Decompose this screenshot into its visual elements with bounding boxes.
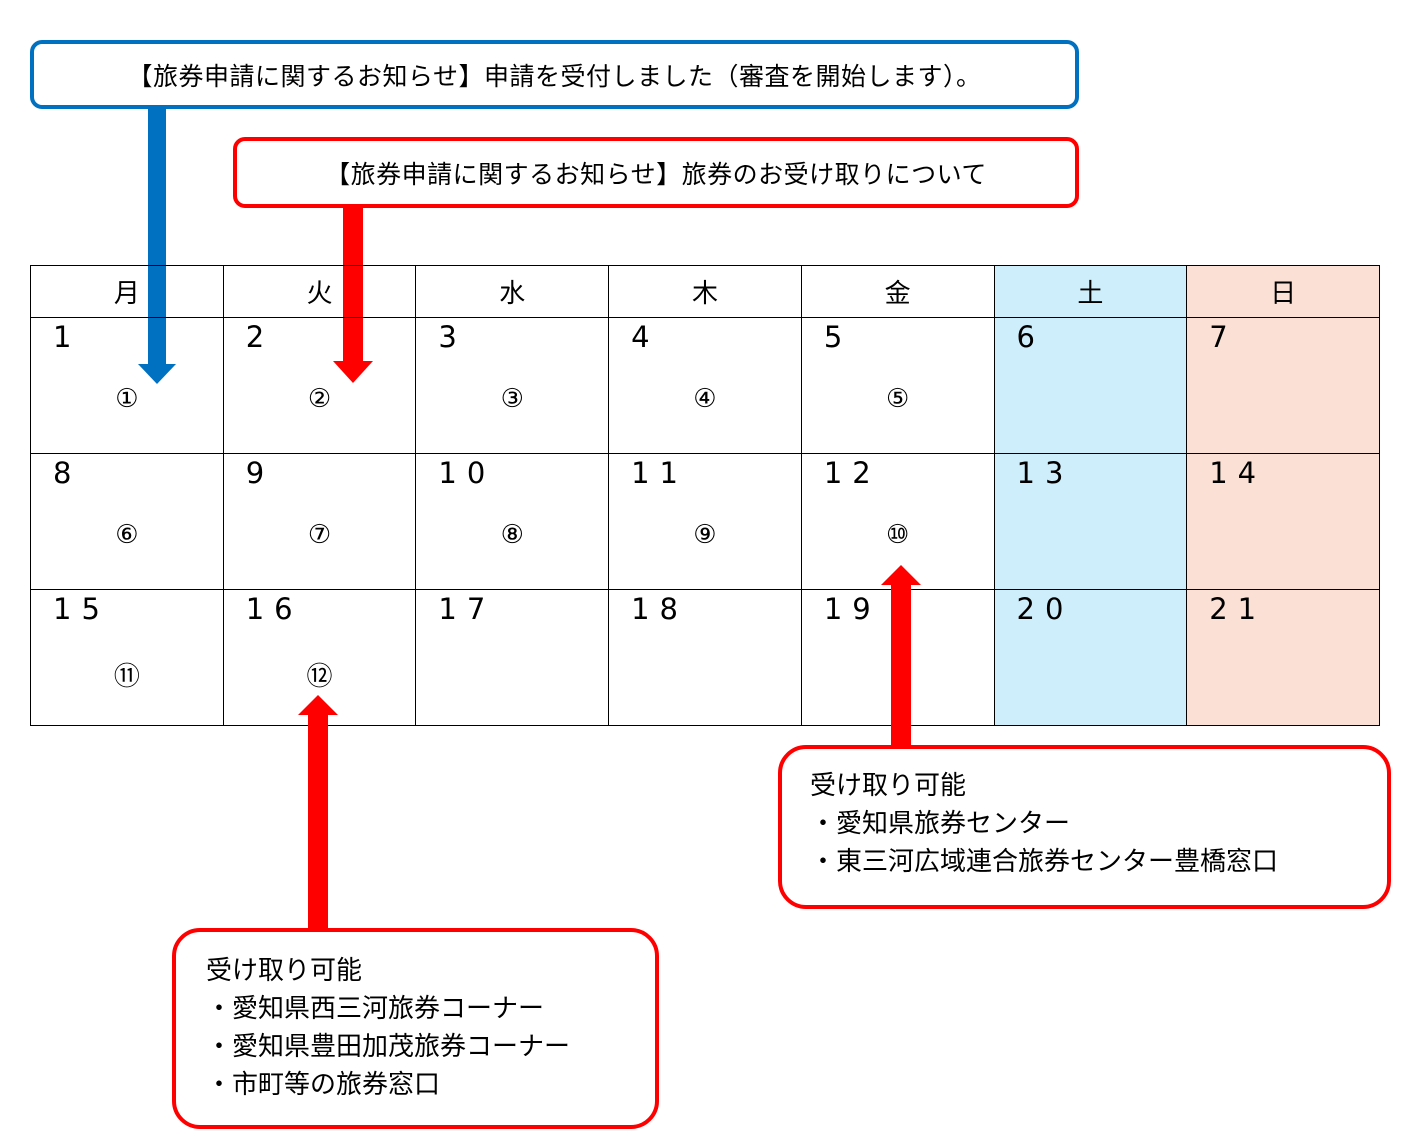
weekday-wed: 水 <box>415 265 610 318</box>
day-cell-sunday: 21 <box>1186 589 1380 726</box>
sequence-marker: ⑪ <box>113 662 140 692</box>
pickup-locations-day16: 受け取り可能 ・愛知県西三河旅券コーナー ・愛知県豊田加茂旅券コーナー ・市町等… <box>172 928 659 1129</box>
pickup-heading: 受け取り可能 <box>810 771 967 801</box>
weekday-thu: 木 <box>608 265 802 318</box>
day-number: 20 <box>1016 592 1074 626</box>
day-number: 6 <box>1016 320 1045 354</box>
sequence-marker: ⑧ <box>500 520 524 550</box>
day-number: 11 <box>631 456 689 490</box>
pickup-location-item: ・東三河広域連合旅券センター豊橋窓口 <box>810 847 1279 877</box>
notice-application-received-text: 【旅券申請に関するお知らせ】申請を受付しました（審査を開始します）。 <box>127 61 982 91</box>
day-cell-saturday: 13 <box>993 453 1188 590</box>
day-number: 8 <box>53 456 82 490</box>
day-number: 15 <box>53 592 110 626</box>
day-cell-saturday: 6 <box>993 317 1188 454</box>
day-cell: 18 <box>608 589 802 726</box>
pickup-location-item: ・愛知県豊田加茂旅券コーナー <box>206 1032 571 1062</box>
day-number: 19 <box>823 592 881 626</box>
day-number: 1 <box>53 320 82 354</box>
day-number: 18 <box>631 592 689 626</box>
day-cell-sunday: 14 <box>1186 453 1380 590</box>
sequence-marker: ④ <box>693 384 717 414</box>
pickup-heading: 受け取り可能 <box>206 956 363 986</box>
arrow-up-icon <box>881 565 921 747</box>
day-number: 12 <box>823 456 881 490</box>
sequence-marker: ② <box>307 384 332 414</box>
day-number: 2 <box>245 320 275 354</box>
sequence-marker: ③ <box>500 384 524 414</box>
day-number: 13 <box>1016 456 1074 490</box>
day-number: 4 <box>631 320 660 354</box>
notice-pickup-text: 【旅券申請に関するお知らせ】旅券のお受け取りについて <box>325 159 987 189</box>
sequence-marker: ⑩ <box>886 520 910 550</box>
day-number: 7 <box>1209 320 1238 354</box>
week-row: 15 ⑪ 16 ⑫ 17 18 19 20 21 <box>30 589 1380 726</box>
sequence-marker: ⑤ <box>886 384 910 414</box>
weekday-fri: 金 <box>800 265 995 318</box>
weekday-header-row: 月 火 水 木 金 土 日 <box>30 265 1380 318</box>
day-number: 17 <box>438 592 496 626</box>
pickup-locations-day12: 受け取り可能 ・愛知県旅券センター ・東三河広域連合旅券センター豊橋窓口 <box>778 745 1391 909</box>
sequence-marker: ⑦ <box>307 520 332 550</box>
weekday-sun: 日 <box>1186 265 1380 318</box>
day-cell: 17 <box>415 589 610 726</box>
day-number: 14 <box>1209 456 1267 490</box>
notice-application-received: 【旅券申請に関するお知らせ】申請を受付しました（審査を開始します）。 <box>30 40 1079 109</box>
sequence-marker: ⑥ <box>115 520 139 550</box>
weekday-mon: 月 <box>30 265 224 318</box>
notice-pickup: 【旅券申請に関するお知らせ】旅券のお受け取りについて <box>233 137 1079 208</box>
arrow-up-icon <box>298 695 338 931</box>
day-number: 21 <box>1209 592 1267 626</box>
pickup-location-item: ・愛知県旅券センター <box>810 809 1071 839</box>
day-number: 16 <box>245 592 303 626</box>
day-cell-sunday: 7 <box>1186 317 1380 454</box>
pickup-location-item: ・市町等の旅券窓口 <box>206 1070 441 1100</box>
sequence-marker: ① <box>115 384 139 414</box>
pickup-location-item: ・愛知県西三河旅券コーナー <box>206 994 545 1024</box>
day-number: 3 <box>438 320 467 354</box>
sequence-marker: ⑨ <box>693 520 717 550</box>
day-cell: 15 ⑪ <box>30 589 224 726</box>
day-number: 10 <box>438 456 496 490</box>
day-cell-saturday: 20 <box>993 589 1188 726</box>
day-number: 5 <box>823 320 853 354</box>
weekday-tue: 火 <box>222 265 417 318</box>
weekday-sat: 土 <box>993 265 1188 318</box>
sequence-marker: ⑫ <box>306 662 333 692</box>
day-number: 9 <box>245 456 275 490</box>
